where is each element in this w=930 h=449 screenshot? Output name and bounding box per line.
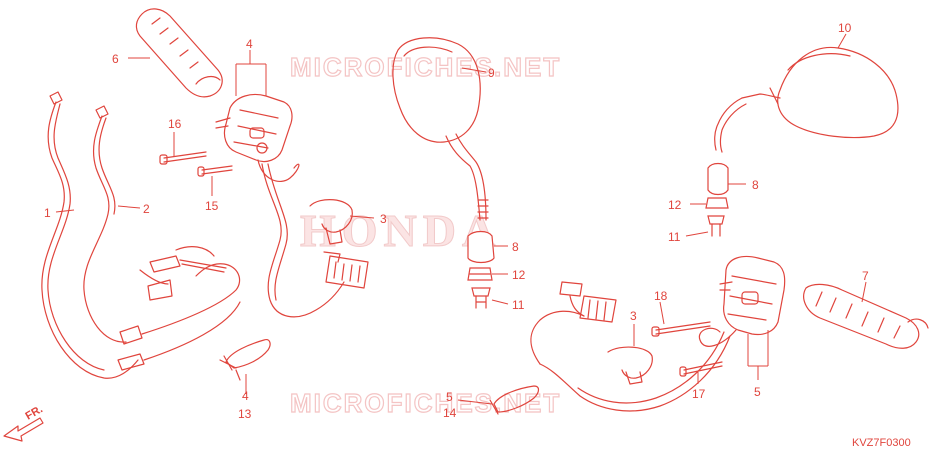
screw-15-part: [197, 165, 233, 177]
callout-2: 2: [143, 202, 150, 216]
callout-13: 13: [238, 407, 252, 421]
throttle-cable-1-part: [41, 91, 139, 379]
grip-right-part: [803, 283, 929, 349]
throttle-cable-2-part: [83, 105, 241, 371]
callout-12-left: 12: [512, 268, 526, 282]
callout-17: 17: [692, 387, 706, 401]
callout-10: 10: [838, 21, 852, 35]
callout-16: 16: [168, 117, 182, 131]
grip-left-part: [135, 8, 223, 98]
front-direction-arrow-icon: [3, 417, 44, 442]
callout-4-bottom: 4: [242, 389, 249, 403]
cable-junction-part: [139, 246, 227, 301]
bolt-11-left-part: [471, 287, 491, 309]
callout-8-left: 8: [512, 240, 519, 254]
cover-8-right-part: [707, 162, 729, 196]
clip-13-part: [219, 339, 271, 381]
callout-8-right: 8: [752, 178, 759, 192]
callout-15: 15: [205, 199, 219, 213]
callout-6: 6: [112, 52, 119, 66]
callout-7: 7: [862, 269, 869, 283]
right-switch-part: [719, 255, 786, 336]
diagram-code: KVZ7F0300: [852, 437, 911, 449]
callout-12-right: 12: [668, 198, 682, 212]
callout-11-right: 11: [668, 230, 681, 244]
callout-5-left: 5: [446, 390, 453, 404]
clip-14-part: [489, 385, 540, 415]
band-3-right-part: [607, 346, 653, 385]
callout-3-right: 3: [630, 309, 637, 323]
watermark-bottom: MICROFICHES.NET: [290, 388, 561, 418]
screw-18-part: [651, 321, 711, 337]
right-switch-harness-part: [530, 281, 737, 412]
left-switch-part: [215, 93, 293, 163]
watermark-top: MICROFICHES.NET: [290, 52, 561, 82]
callout-14: 14: [443, 406, 457, 420]
nut-12-left-part: [467, 267, 493, 281]
mirror-10-part: [714, 46, 899, 153]
callout-4-top: 4: [246, 37, 253, 51]
cover-8-left-part: [467, 230, 495, 264]
left-switch-harness-part: [257, 159, 369, 318]
callout-1: 1: [44, 206, 51, 220]
mirror-9-part: [392, 37, 489, 221]
callout-3-left: 3: [380, 212, 387, 226]
callout-9: 9: [488, 66, 495, 80]
band-3-left-part: [309, 199, 353, 245]
callout-11-left: 11: [512, 298, 525, 312]
callout-18: 18: [654, 289, 668, 303]
bolt-11-right-part: [707, 215, 725, 237]
callout-5-right: 5: [754, 385, 761, 399]
nut-12-right-part: [705, 197, 729, 209]
screw-16-part: [159, 151, 207, 165]
watermark-brand: HONDA: [300, 205, 501, 256]
leader-lines: [55, 33, 867, 405]
